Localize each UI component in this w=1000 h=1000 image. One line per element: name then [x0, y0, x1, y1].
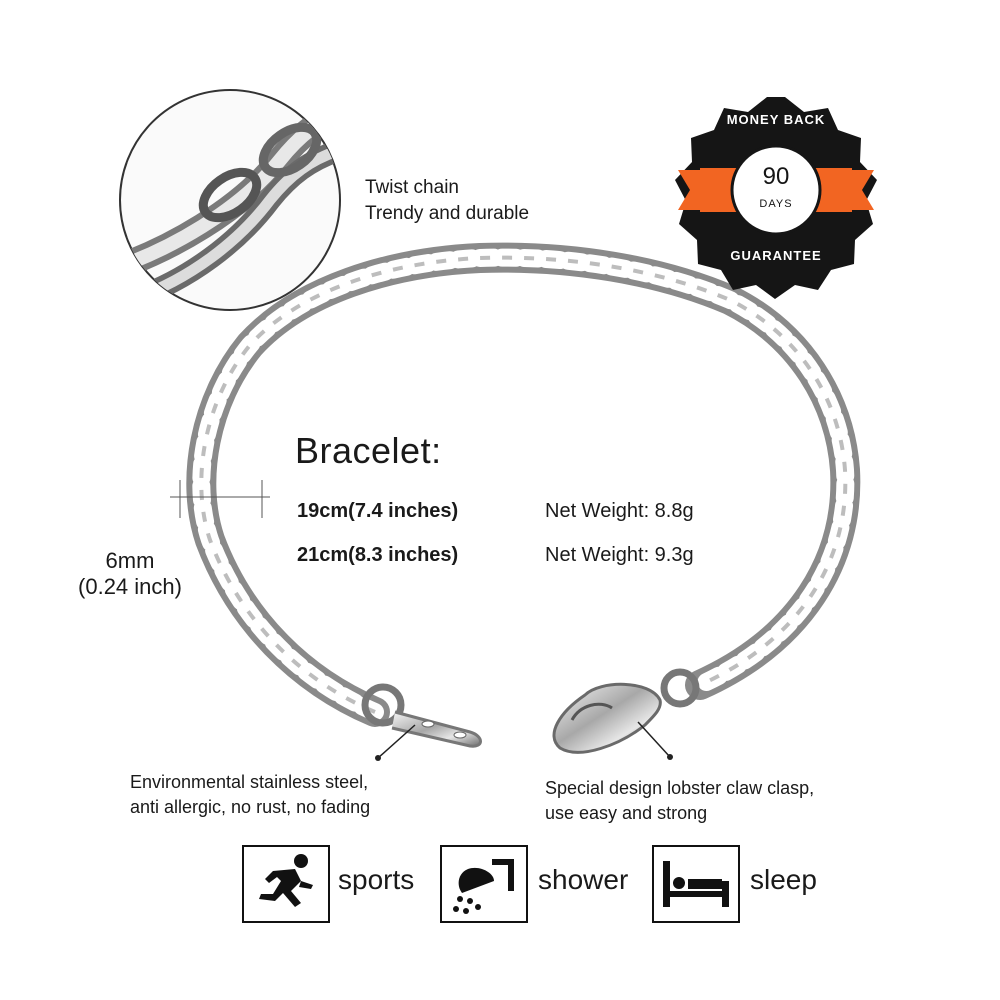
- running-person-icon: [259, 854, 313, 907]
- badge-bottom-text: GUARANTEE: [730, 248, 822, 263]
- clasp-line2: use easy and strong: [545, 803, 708, 823]
- chain-detail-line1: Twist chain: [365, 177, 459, 198]
- money-back-badge: [675, 97, 877, 299]
- chain-width-mm: 6mm: [105, 548, 155, 573]
- size-length-2: 21cm(8.3 inches): [297, 544, 459, 566]
- size-length-1: 19cm(7.4 inches): [297, 500, 459, 522]
- clasp-callout: Special design lobster claw clasp, use e…: [545, 776, 814, 826]
- bracelet-chain: [170, 242, 861, 761]
- feature-label-sleep: sleep: [750, 864, 817, 895]
- sleep-icon-box: [652, 845, 740, 923]
- badge-days-unit: DAYS: [759, 198, 793, 210]
- chain-detail-caption: Twist chain Trendy and durable: [365, 175, 529, 227]
- bed-icon: [663, 861, 729, 907]
- shower-icon: [453, 859, 514, 914]
- clasp-line1: Special design lobster claw clasp,: [545, 778, 815, 798]
- feature-label-sports: sports: [338, 864, 415, 895]
- material-line2: anti allergic, no rust, no fading: [130, 797, 371, 817]
- feature-label-shower: shower: [538, 864, 629, 895]
- badge-days-number: 90: [762, 163, 790, 190]
- chain-detail-zoom: [119, 89, 341, 311]
- chain-width-label: 6mm (0.24 inch): [60, 548, 200, 600]
- badge-top-text: MONEY BACK: [726, 112, 826, 127]
- bracelet-title: Bracelet:: [295, 430, 442, 471]
- material-line1: Environmental stainless steel,: [130, 772, 369, 792]
- material-callout: Environmental stainless steel, anti alle…: [130, 770, 370, 820]
- sports-icon-box: [242, 845, 330, 923]
- chain-detail-line2: Trendy and durable: [365, 203, 530, 224]
- size-weight-2: Net Weight: 9.3g: [545, 544, 694, 566]
- shower-icon-box: [440, 845, 528, 923]
- size-weight-1: Net Weight: 8.8g: [545, 500, 694, 522]
- chain-width-inch: (0.24 inch): [78, 574, 182, 599]
